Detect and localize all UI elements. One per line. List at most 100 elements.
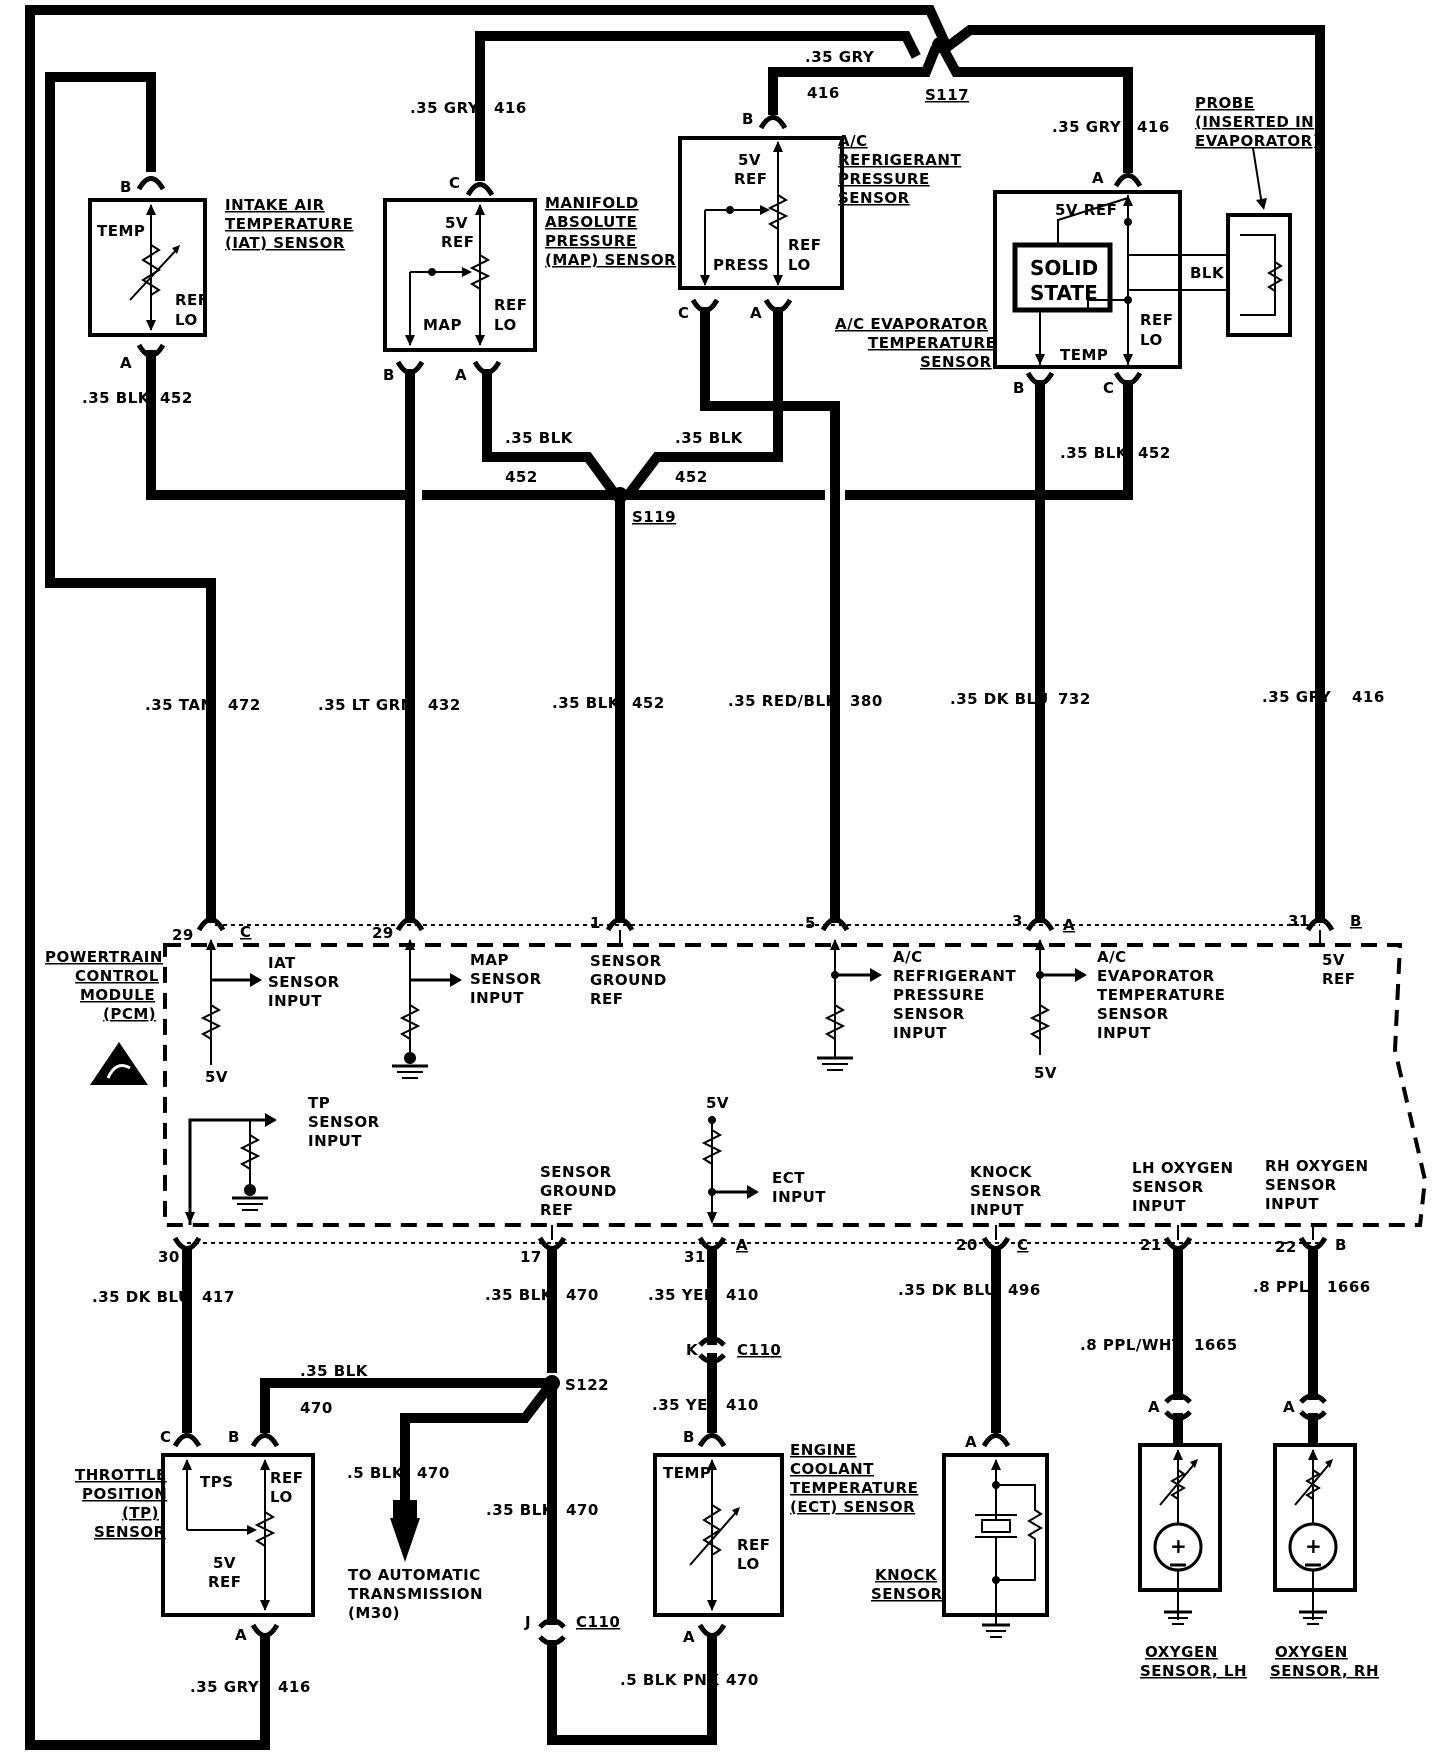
splice-s117 [932, 37, 948, 53]
acp-lo: LO [788, 256, 811, 274]
tp-lo: LO [270, 1488, 293, 1506]
o2-rh-title: OXYGEN [1275, 1643, 1348, 1661]
wire-map-452 [482, 369, 619, 497]
pcm-input-iat: IAT [268, 954, 296, 972]
pcm-pin: 21 [1140, 1236, 1162, 1254]
wire-label: .35 GRY [805, 48, 875, 66]
wire-label: .35 BLK [486, 1501, 555, 1519]
pcm-input-ref5: 5V [1322, 951, 1345, 969]
pcm-input-acp: PRESSURE [893, 986, 985, 1004]
wire-num: 416 [494, 99, 527, 117]
probe [1226, 147, 1292, 337]
wire-num: 732 [1058, 690, 1091, 708]
pcm-pin-letter: A [736, 1236, 748, 1254]
pcm-input-iat: INPUT [268, 992, 322, 1010]
pcm-pin: 5 [805, 914, 816, 932]
wire-label: .35 BLK [1060, 444, 1129, 462]
pcm-input-acp: SENSOR [893, 1005, 965, 1023]
wire-num: 410 [726, 1286, 759, 1304]
probe-title: EVAPORATOR) [1195, 132, 1320, 150]
iat-lo-label: LO [175, 311, 198, 329]
iat-ref-label: REF [175, 291, 209, 309]
pcm-input-ref5: REF [1322, 970, 1356, 988]
map-ref: REF [494, 296, 528, 314]
pin-label: A [455, 366, 467, 384]
pcm-title: POWERTRAIN [45, 948, 163, 966]
wire-label: .35 RED/BLK [728, 692, 839, 710]
o2-lh-title: OXYGEN [1145, 1643, 1218, 1661]
pcm-input-ace: TEMPERATURE [1097, 986, 1225, 1004]
wire-label: .35 GRY [1262, 688, 1332, 706]
acp-5v: 5V [738, 151, 761, 169]
wire-num: 380 [850, 692, 883, 710]
map-ref-top: REF [441, 233, 475, 251]
ect-lo: LO [737, 1555, 760, 1573]
pcm-input-lho2: LH OXYGEN [1132, 1159, 1234, 1177]
connector-cups [136, 115, 1335, 1646]
pcm-input-gnd: REF [590, 990, 624, 1008]
wire-num: 417 [202, 1288, 235, 1306]
evap-lo: LO [1140, 331, 1163, 349]
pcm-pin: 20 [956, 1236, 978, 1254]
wire-num: 452 [675, 468, 708, 486]
pin-label: B [228, 1428, 240, 1446]
wire-label: .35 DK BLU [950, 690, 1049, 708]
pin-label: B [742, 110, 754, 128]
tp-title: POSITION [82, 1485, 167, 1503]
wire-label: .35 GRY [190, 1678, 260, 1696]
wire-num: 1665 [1194, 1336, 1238, 1354]
knock-title: SENSOR [871, 1585, 943, 1603]
ac-evap-sensor [993, 190, 1240, 369]
probe-title: PROBE [1195, 94, 1254, 112]
wire-num: 416 [807, 84, 840, 102]
pcm-5v: 5V [205, 1068, 228, 1086]
acp-title: SENSOR [838, 189, 910, 207]
pin-label: C [1103, 379, 1115, 397]
evap-title: A/C EVAPORATOR [835, 315, 988, 333]
iat-temp-label: TEMP [97, 222, 145, 240]
ect-temp: TEMP [663, 1464, 711, 1482]
wire-blk-470-tp [260, 1378, 549, 1433]
splice-s117-label: S117 [925, 86, 969, 104]
pcm-pin-letter: C [240, 923, 252, 941]
pcm-input-tp: INPUT [308, 1132, 362, 1150]
pcm-pin: 29 [172, 926, 194, 944]
pcm-input-ect: ECT [772, 1169, 805, 1187]
pcm-input-gnd2: REF [540, 1201, 574, 1219]
pcm-outline [163, 943, 1428, 1227]
pin-label: B [1013, 379, 1025, 397]
ect-sensor [653, 1453, 784, 1617]
ac-pressure-sensor [678, 136, 844, 290]
map-title: (MAP) SENSOR [545, 251, 676, 269]
esd-warning-icon [90, 1042, 148, 1085]
wire-num: 472 [228, 696, 261, 714]
evap-ref: REF [1140, 311, 1174, 329]
wire-label: .35 DK BLU [92, 1288, 191, 1306]
trans-label: (M30) [348, 1604, 400, 1622]
evap-temp: TEMP [1060, 346, 1108, 364]
pcm-input-iat: SENSOR [268, 973, 340, 991]
map-map: MAP [423, 316, 462, 334]
tp-title: SENSOR [94, 1523, 166, 1541]
map-title: ABSOLUTE [545, 213, 637, 231]
acp-title: REFRIGERANT [838, 151, 961, 169]
wire-label: .35 BLK [300, 1362, 369, 1380]
wire-acp-452 [624, 307, 783, 498]
o2-rh-sensor: + [1273, 1443, 1357, 1625]
wire-label: .35 GRY [410, 99, 480, 117]
wire-num: 416 [278, 1678, 311, 1696]
wire-num: 452 [632, 694, 665, 712]
wire-blk-470-loop [547, 1633, 717, 1745]
o2-lh-sensor: + [1138, 1443, 1222, 1625]
pcm-input-gnd: GROUND [590, 971, 667, 989]
acp-ref: REF [788, 236, 822, 254]
pcm-input-lho2: INPUT [1132, 1197, 1186, 1215]
ect-ref: REF [737, 1536, 771, 1554]
wire-num: 470 [417, 1464, 450, 1482]
pcm-input-gnd: SENSOR [590, 952, 662, 970]
pin-label: C [678, 304, 690, 322]
tp-sensor [161, 1453, 315, 1617]
wire-label: .35 BLK [505, 429, 574, 447]
pin-label: A [965, 1433, 977, 1451]
pin-label: A [683, 1628, 695, 1646]
